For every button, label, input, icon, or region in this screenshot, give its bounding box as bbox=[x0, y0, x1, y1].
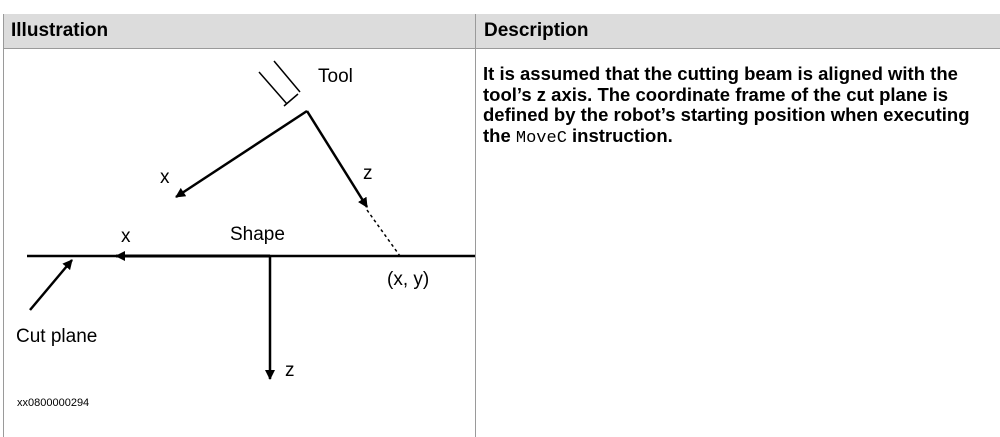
description-text: It is assumed that the cutting beam is a… bbox=[483, 63, 995, 149]
beam-extension bbox=[366, 209, 401, 257]
column-divider bbox=[475, 14, 476, 437]
cut-plane-illustration: Tool x z x Shape (x, y) Cut plane z bbox=[16, 60, 475, 381]
tool-shape bbox=[258, 60, 301, 107]
label-tool-z: z bbox=[363, 163, 373, 184]
label-tool-x: x bbox=[160, 167, 170, 188]
header-description: Description bbox=[476, 14, 1000, 48]
table-border-left bbox=[3, 14, 4, 437]
label-xy: (x, y) bbox=[387, 269, 429, 290]
tool-z-axis bbox=[305, 110, 369, 208]
figure-id: xx0800000294 bbox=[17, 397, 90, 409]
description-text-part-1: It is assumed that the cutting beam is a… bbox=[483, 63, 970, 146]
description-text-part-2: instruction. bbox=[566, 124, 673, 146]
label-tool: Tool bbox=[318, 66, 353, 87]
code-movec: MoveC bbox=[515, 128, 567, 148]
header-divider bbox=[3, 48, 1000, 49]
cut-plane-pointer bbox=[29, 259, 73, 311]
label-shape: Shape bbox=[230, 224, 285, 245]
label-plane-x: x bbox=[121, 226, 131, 247]
label-plane-z: z bbox=[285, 360, 295, 381]
tool-x-axis bbox=[175, 109, 308, 199]
label-cut-plane: Cut plane bbox=[16, 326, 97, 347]
header-illustration: Illustration bbox=[3, 14, 475, 48]
